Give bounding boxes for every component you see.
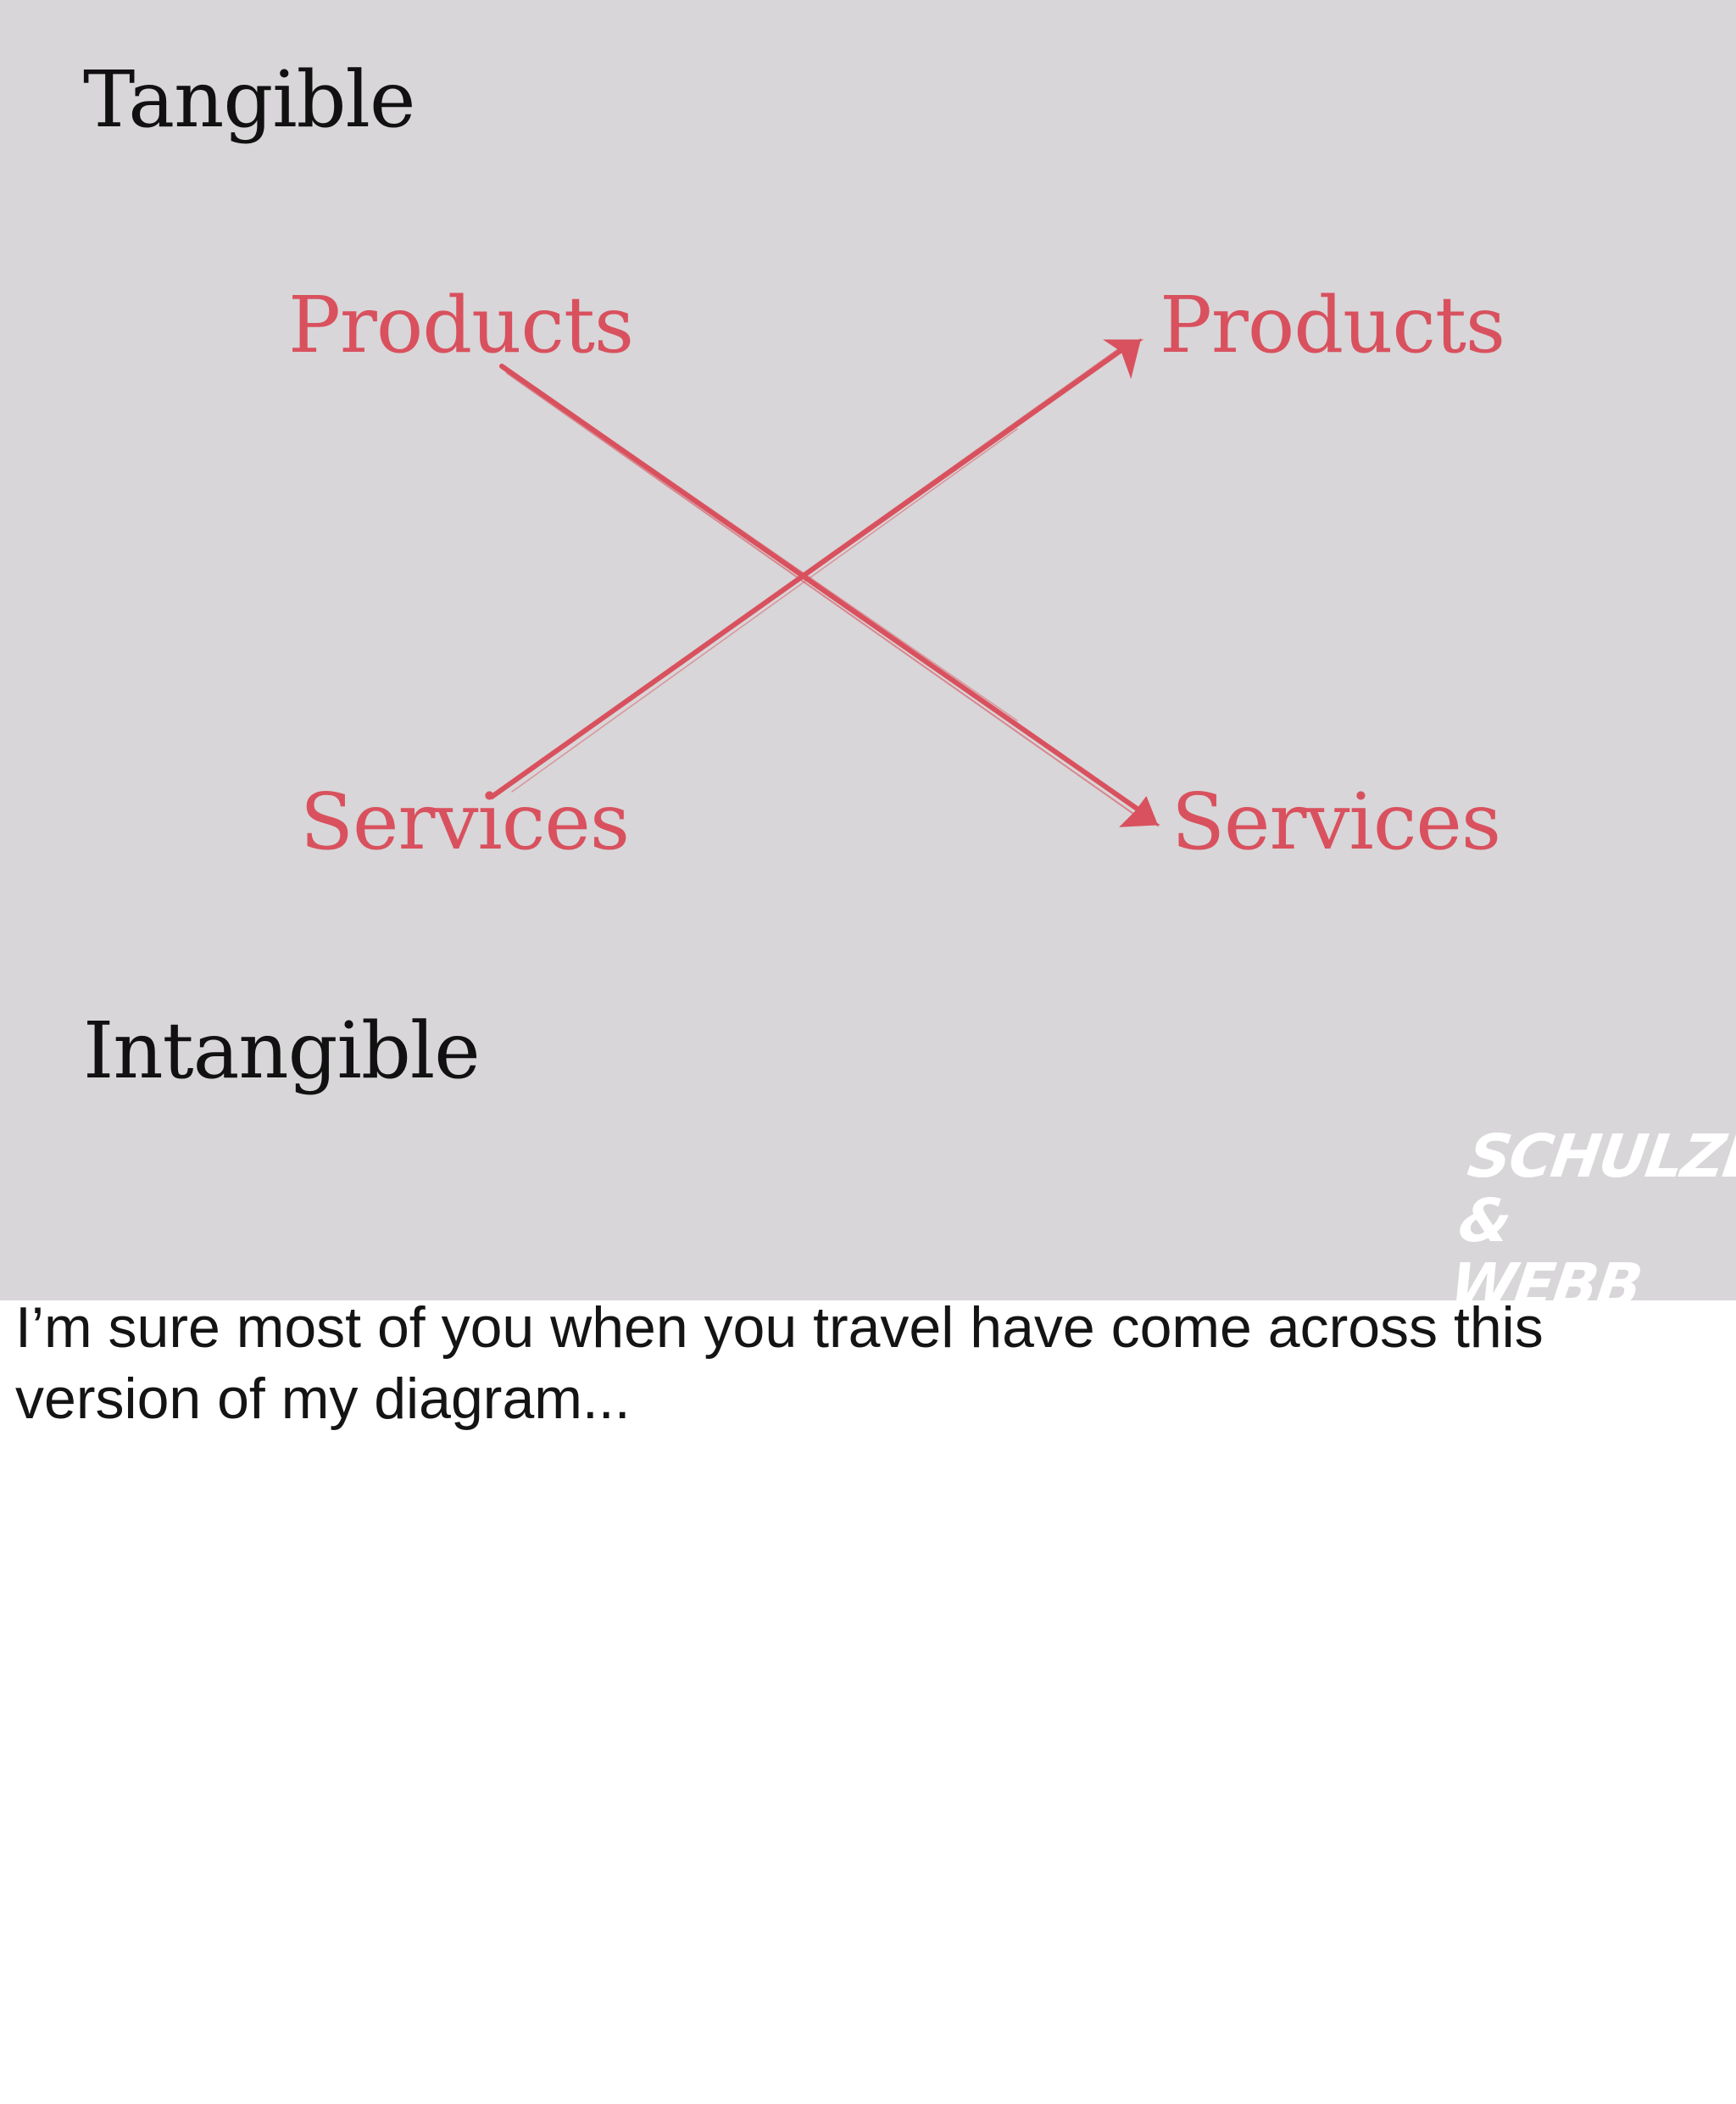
axis-label-intangible: Intangible [83,1005,481,1096]
node-services-left: Services [300,776,630,867]
node-products-tangible: Products [288,280,634,370]
arrow-services-to-products [489,337,1144,799]
node-products-right: Products [1160,280,1505,370]
logo-line-2: & WEBB [1445,1186,1645,1300]
arrow-products-to-services [499,364,1161,827]
node-services-right: Services [1171,776,1501,867]
logo-line-1: SCHULZE [1463,1122,1736,1191]
axis-label-tangible: Tangible [83,54,415,145]
crossing-arrows [489,337,1161,827]
speaker-note-caption: I’m sure most of you when you travel hav… [15,1295,1544,1431]
slide: Tangible Intangible Products Products Se… [0,0,1736,1300]
schulze-webb-logo: SCHULZE & WEBB [1445,1122,1736,1300]
